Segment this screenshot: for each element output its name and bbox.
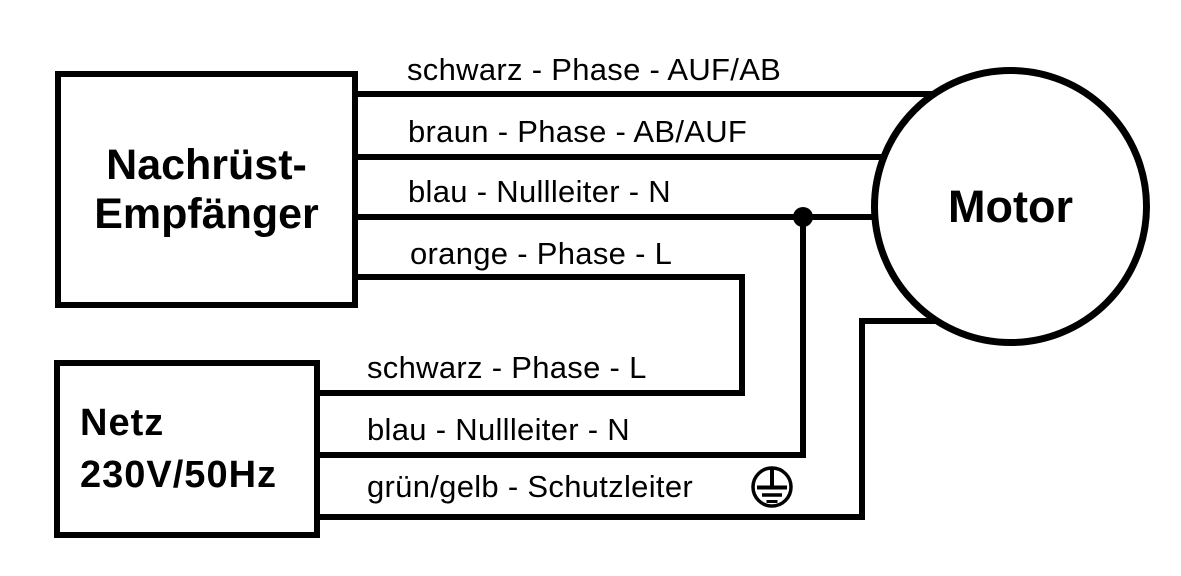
wire-label-blau-nullleiter-receiver: blau - Nullleiter - N [408, 174, 671, 209]
receiver-box: Nachrüst- Empfänger [55, 71, 358, 308]
wire-label-schwarz-phase-auf-ab: schwarz - Phase - AUF/AB [407, 52, 782, 87]
motor-circle: Motor [871, 67, 1150, 346]
mains-box-label-line2: 230V/50Hz [80, 454, 278, 496]
wire-label-orange-phase-l: orange - Phase - L [410, 236, 673, 271]
receiver-box-label-line1: Nachrüst- [106, 141, 307, 190]
receiver-box-label-line2: Empfänger [94, 189, 319, 238]
wire-blau-nullleiter-mains [318, 217, 806, 458]
wire-orange-phase-l [355, 274, 745, 396]
wire-label-schwarz-phase-l: schwarz - Phase - L [367, 350, 647, 385]
mains-box: Netz 230V/50Hz [54, 360, 320, 538]
wire-gruen-gelb-schutzleiter [318, 318, 945, 520]
motor-label: Motor [948, 180, 1073, 232]
wire-label-braun-phase-ab-auf: braun - Phase - AB/AUF [408, 114, 748, 149]
protective-earth-icon [751, 466, 793, 508]
wire-junction-dot [793, 207, 813, 227]
wire-label-gruen-gelb-schutzleiter: grün/gelb - Schutzleiter [367, 469, 693, 504]
mains-box-label-line1: Netz [80, 401, 165, 444]
wire-label-blau-nullleiter-mains: blau - Nullleiter - N [367, 412, 630, 447]
